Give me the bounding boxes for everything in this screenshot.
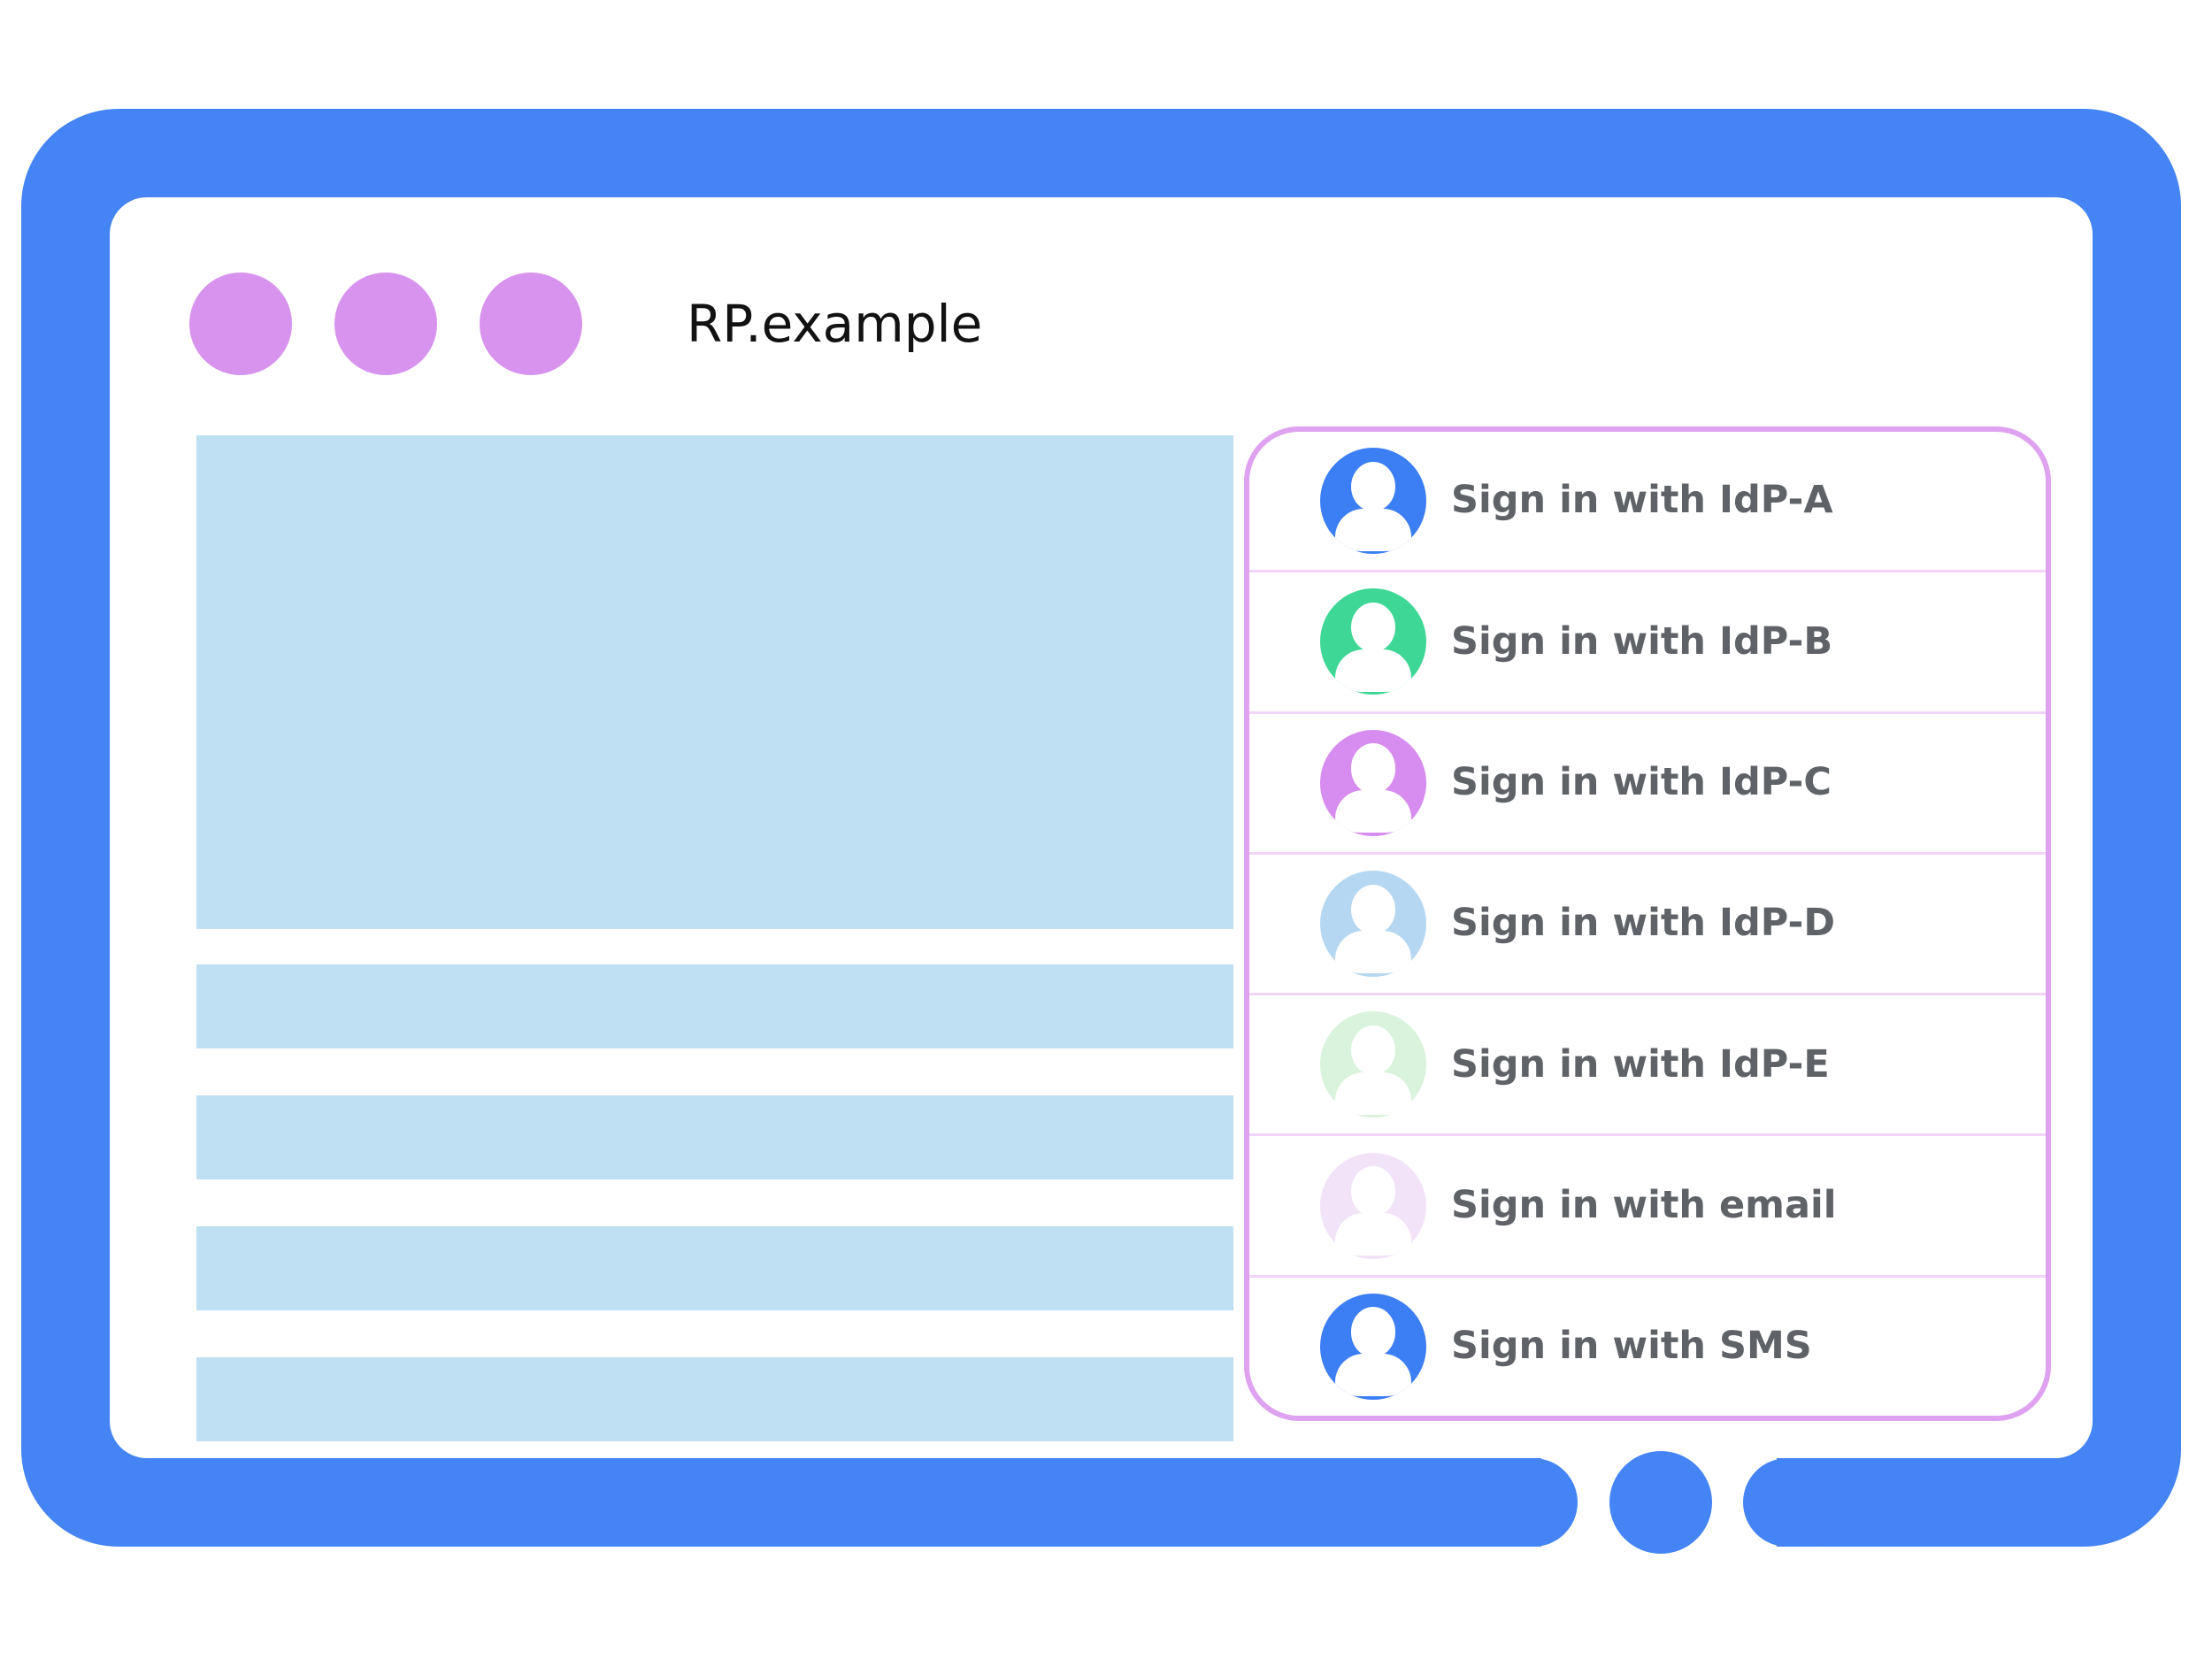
home-button-dot (1609, 1451, 1712, 1554)
person-icon (1320, 1152, 1426, 1259)
page-title: RP.example (687, 294, 983, 354)
window-dot-icon (334, 273, 437, 375)
window-titlebar: RP.example (189, 273, 982, 375)
frame-cap-right (1743, 1458, 1850, 1547)
window-dot-icon (480, 273, 582, 375)
signin-option-idp-a[interactable]: Sign in with IdP-A (1249, 432, 2046, 570)
person-icon (1320, 870, 1426, 977)
frame-cap-left (1471, 1458, 1578, 1547)
person-icon (1320, 729, 1426, 836)
signin-option-idp-d[interactable]: Sign in with IdP-D (1249, 851, 2046, 993)
person-icon (1320, 448, 1426, 555)
signin-option-label: Sign in with IdP-C (1451, 760, 1832, 805)
signin-option-label: Sign in with IdP-E (1451, 1041, 1830, 1087)
signin-option-label: Sign in with IdP-D (1451, 901, 1836, 946)
window-dot-icon (189, 273, 292, 375)
signin-option-idp-c[interactable]: Sign in with IdP-C (1249, 710, 2046, 852)
signin-option-label: Sign in with SMS (1451, 1324, 1812, 1369)
text-line-placeholder (196, 1095, 1233, 1179)
person-icon (1320, 1011, 1426, 1118)
signin-option-idp-e[interactable]: Sign in with IdP-E (1249, 993, 2046, 1133)
text-line-placeholder (196, 964, 1233, 1048)
signin-option-label: Sign in with IdP-B (1451, 618, 1833, 664)
signin-option-email[interactable]: Sign in with email (1249, 1133, 2046, 1274)
signin-option-idp-b[interactable]: Sign in with IdP-B (1249, 570, 2046, 710)
signin-option-label: Sign in with IdP-A (1451, 478, 1833, 523)
text-line-placeholder (196, 1357, 1233, 1441)
text-line-placeholder (196, 1226, 1233, 1310)
signin-panel: Sign in with IdP-A Sign in with IdP-B Si… (1244, 426, 2051, 1421)
signin-option-sms[interactable]: Sign in with SMS (1249, 1274, 2046, 1416)
signin-option-label: Sign in with email (1451, 1182, 1837, 1227)
person-icon (1320, 1293, 1426, 1400)
hero-image-placeholder (196, 435, 1233, 929)
person-icon (1320, 588, 1426, 695)
